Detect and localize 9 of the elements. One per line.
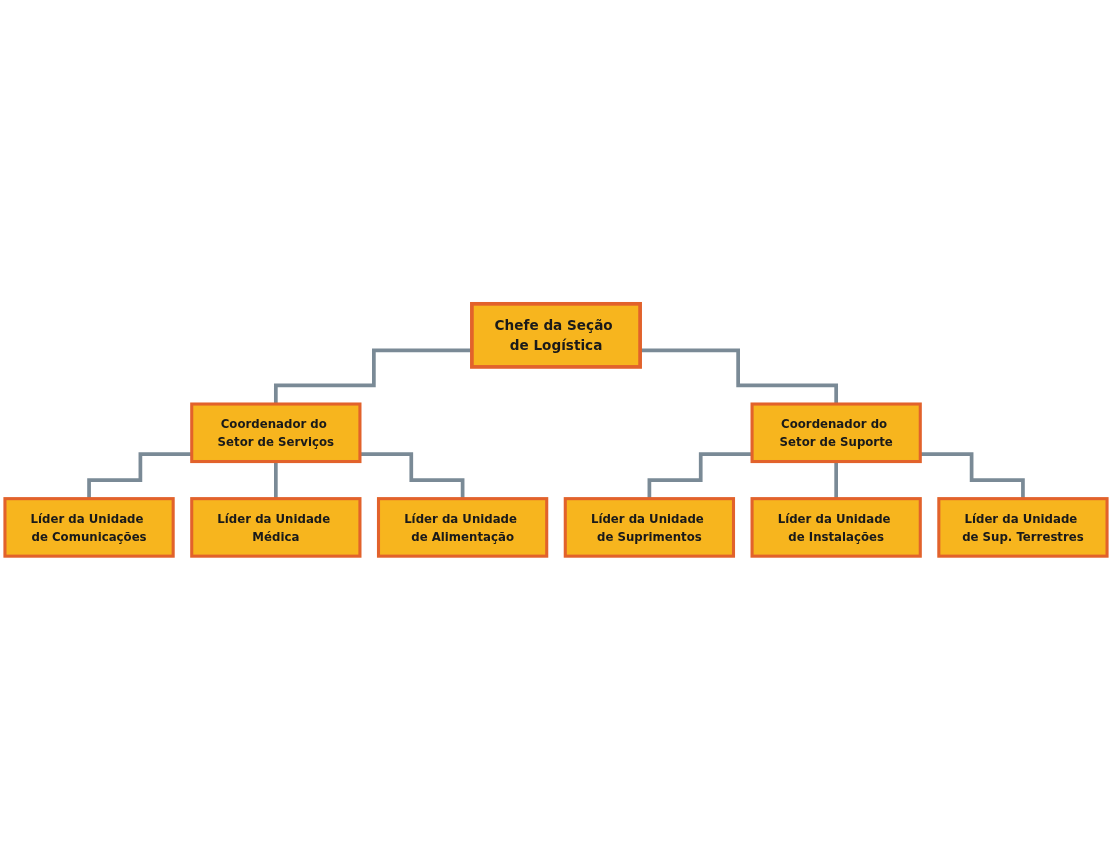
node-box: Chefe da Seção de Logística [470, 301, 642, 369]
node-box: Líder da Unidade de Comunicações [3, 497, 175, 558]
node-box: Líder da Unidade de Suprimentos [563, 497, 736, 558]
node-box: Líder da Unidade de Alimentação [376, 497, 549, 558]
node-box: Coordenador do Setor de Suporte [750, 402, 922, 464]
node-box: Coordenador do Setor de Serviços [190, 402, 362, 464]
node-box: Líder da Unidade de Sup. Terrestres [937, 497, 1109, 558]
node-box: Líder da Unidade Médica [190, 497, 362, 558]
node-box: Líder da Unidade de Instalações [750, 497, 922, 558]
